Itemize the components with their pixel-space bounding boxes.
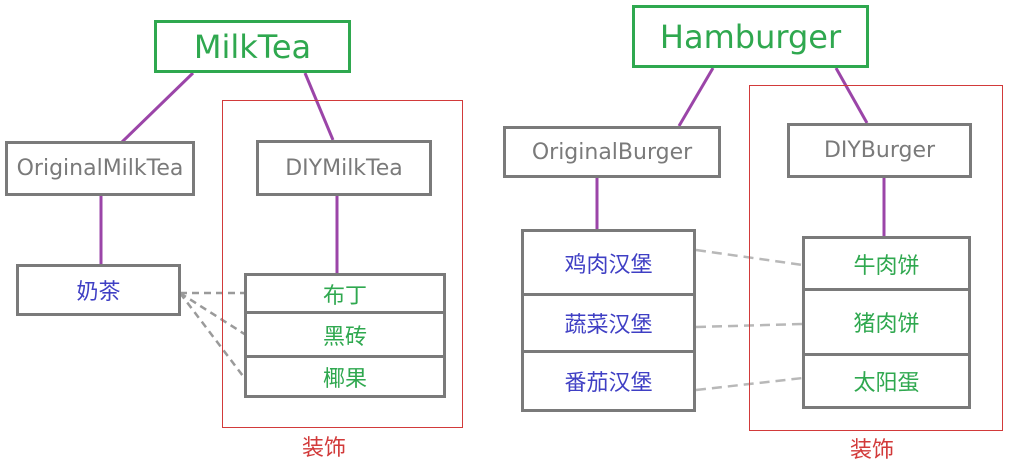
hamburger-root-node: Hamburger xyxy=(632,5,869,68)
original-milktea-node: OriginalMilkTea xyxy=(5,141,195,196)
burger-decoration-caption: 装饰 xyxy=(850,438,895,463)
milktea-base-node: 奶茶 xyxy=(16,264,181,316)
burger-base-2: 蔬菜汉堡 xyxy=(521,293,696,353)
burger-base-3: 番茄汉堡 xyxy=(521,350,696,412)
dash-base-topping-3 xyxy=(179,292,247,381)
milktea-topping-1: 布丁 xyxy=(244,273,446,314)
milktea-topping-2: 黑砖 xyxy=(244,311,446,358)
burger-topping-2: 猪肉饼 xyxy=(802,288,971,356)
diy-milktea-node: DIYMilkTea xyxy=(256,140,432,196)
diy-burger-node: DIYBurger xyxy=(787,123,972,178)
edge-milktea-diy xyxy=(303,72,335,141)
original-burger-node: OriginalBurger xyxy=(503,126,721,178)
edge-milktea-original xyxy=(120,71,195,144)
burger-topping-1: 牛肉饼 xyxy=(802,236,971,291)
milktea-root-node: MilkTea xyxy=(154,20,351,73)
milktea-decoration-caption: 装饰 xyxy=(302,436,347,461)
milktea-decoration-group xyxy=(222,100,463,428)
edge-hamburger-diy xyxy=(834,67,869,124)
milktea-topping-3: 椰果 xyxy=(244,355,446,398)
burger-topping-3: 太阳蛋 xyxy=(802,353,971,409)
edge-hamburger-original xyxy=(677,67,715,127)
burger-base-1: 鸡肉汉堡 xyxy=(521,229,696,296)
burger-decoration-group xyxy=(749,85,1003,431)
dash-base-topping-2 xyxy=(179,291,247,337)
